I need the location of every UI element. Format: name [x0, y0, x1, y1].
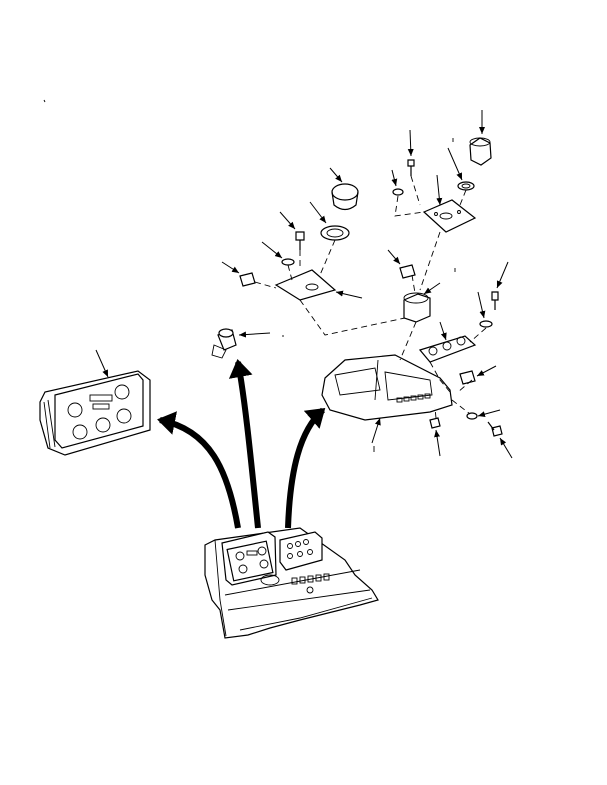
console-assembly [204, 527, 379, 639]
control-panel-plate [321, 354, 453, 444]
instrument-cluster [39, 349, 151, 456]
assembly-location-arrows [157, 359, 326, 529]
arrow-to-control-panel [285, 407, 326, 529]
ignition-switch [211, 328, 271, 359]
upper-components [221, 110, 513, 459]
scan-marks [43, 99, 456, 452]
arrow-to-instrument-cluster [157, 411, 241, 529]
arrow-to-switch [228, 359, 261, 529]
